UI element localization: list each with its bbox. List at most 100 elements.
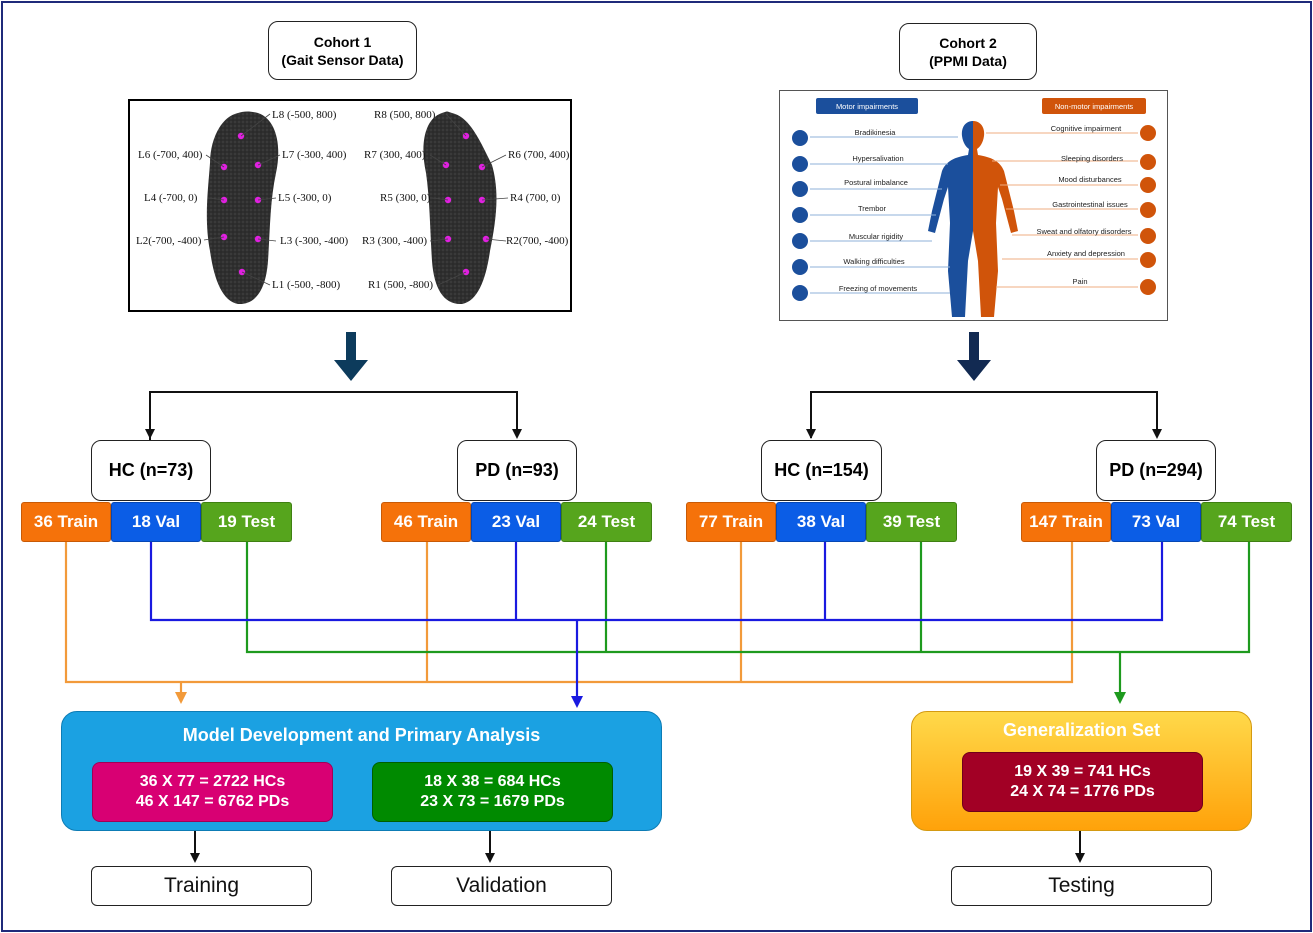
nonmotor-icons	[1140, 125, 1156, 295]
insole-sensor-figure: L8 (-500, 800) L6 (-700, 400) L7 (-300, …	[128, 99, 572, 312]
motor-item: Muscular rigidity	[849, 232, 903, 241]
result-label: Training	[163, 874, 240, 897]
nonmotor-item: Cognitive impairment	[1051, 124, 1122, 133]
human-body-icon	[928, 121, 1018, 317]
sensor-label: L5 (-300, 0)	[278, 192, 332, 204]
split-label: 77 Train	[698, 512, 764, 531]
sensor-label: R8 (500, 800)	[374, 109, 436, 121]
sensor-label: R3 (300, -400)	[362, 235, 427, 247]
nonmotor-item: Sleeping disorders	[1061, 154, 1123, 163]
nonmotor-item: Anxiety and depression	[1047, 249, 1125, 258]
result-label: Validation	[456, 874, 547, 897]
left-insole-icon	[206, 111, 279, 305]
split-val: 73 Val	[1111, 502, 1201, 542]
training-box: Training	[91, 866, 312, 906]
nonmotor-list	[986, 132, 1138, 288]
nonmotor-header: Non-motor impairments	[1055, 102, 1134, 111]
split-test: 39 Test	[866, 502, 957, 542]
generalization-panel: Generalization Set 19 X 39 = 741 HCs 24 …	[911, 711, 1252, 831]
sensor-label: R6 (700, 400)	[508, 149, 570, 161]
split-val: 18 Val	[111, 502, 201, 542]
nonmotor-item: Mood disturbances	[1058, 175, 1122, 184]
training-calc-box: 36 X 77 = 2722 HCs 46 X 147 = 6762 PDs	[92, 762, 333, 822]
panel-title: Generalization Set	[1002, 720, 1161, 740]
sensor-label: L1 (-500, -800)	[272, 279, 340, 291]
split-train: 36 Train	[21, 502, 111, 542]
group-hc-cohort1: HC (n=73)	[91, 440, 211, 501]
sensor-label: R4 (700, 0)	[510, 192, 561, 204]
cohort-1-box: Cohort 1 (Gait Sensor Data)	[268, 21, 417, 80]
split-label: 19 Test	[217, 512, 276, 531]
nonmotor-header-badge	[1042, 98, 1146, 114]
sensor-label: L6 (-700, 400)	[138, 149, 203, 161]
split-label: 38 Val	[796, 512, 846, 531]
val-wire	[149, 542, 1164, 622]
nonmotor-item: Pain	[1072, 277, 1087, 286]
sensor-label: L3 (-300, -400)	[280, 235, 348, 247]
right-insole-icon	[423, 111, 497, 305]
down-arrow-icon	[334, 332, 368, 381]
train-wire	[64, 542, 1074, 684]
split-label: 36 Train	[33, 512, 99, 531]
stomach-icon	[1140, 202, 1156, 218]
split-label: 24 Test	[577, 512, 636, 531]
split-test: 74 Test	[1201, 502, 1292, 542]
sensor-label: R1 (500, -800)	[368, 279, 433, 291]
group-hc-cohort2: HC (n=154)	[761, 440, 882, 501]
group-label: PD (n=294)	[1109, 460, 1203, 480]
branch-connector	[149, 391, 522, 440]
motor-item: Bradikinesia	[855, 128, 897, 137]
person-icon	[792, 233, 808, 249]
sad-face-icon	[1140, 252, 1156, 268]
test-wire	[245, 542, 1251, 654]
motor-item: Walking difficulties	[843, 257, 905, 266]
split-label: 39 Test	[882, 512, 941, 531]
sensor-label: L8 (-500, 800)	[272, 109, 337, 121]
balance-scale-icon	[792, 181, 808, 197]
calc-line: 36 X 77 = 2722 HCs	[139, 773, 286, 790]
result-label: Testing	[1048, 874, 1115, 897]
drop-icon	[1140, 228, 1156, 244]
sensor-labels: L8 (-500, 800) L6 (-700, 400) L7 (-300, …	[136, 109, 570, 291]
cohort-subtitle: (PPMI Data)	[929, 52, 1007, 69]
ppmi-infographic: Motor impairments Non-motor impairments	[779, 90, 1168, 321]
insole-diagram: L8 (-500, 800) L6 (-700, 400) L7 (-300, …	[136, 109, 570, 305]
split-test: 24 Test	[561, 502, 652, 542]
hand-icon	[792, 207, 808, 223]
testing-box: Testing	[951, 866, 1212, 906]
calc-line: 24 X 74 = 1776 PDs	[1010, 783, 1155, 800]
group-label: HC (n=154)	[774, 460, 869, 480]
split-label: 46 Train	[393, 512, 459, 531]
motor-header: Motor impairments	[836, 102, 898, 111]
motor-item: Trembor	[858, 204, 887, 213]
motor-list	[810, 136, 958, 294]
sensor-label: R7 (300, 400)	[364, 149, 426, 161]
clipboard-icon	[1140, 279, 1156, 295]
group-label: PD (n=93)	[475, 460, 559, 480]
down-arrow-icon	[957, 332, 991, 381]
split-train: 147 Train	[1021, 502, 1111, 542]
group-label: HC (n=73)	[108, 460, 194, 480]
sensor-label: L4 (-700, 0)	[144, 192, 198, 204]
face-icon	[1140, 177, 1156, 193]
motor-header-badge	[816, 98, 918, 114]
split-label: 73 Val	[1131, 512, 1181, 531]
motor-icons	[792, 130, 808, 301]
split-val: 38 Val	[776, 502, 866, 542]
motor-item: Hypersalivation	[852, 154, 903, 163]
split-test: 19 Test	[201, 502, 292, 542]
cohort-subtitle: (Gait Sensor Data)	[281, 51, 404, 68]
validation-calc-box: 18 X 38 = 684 HCs 23 X 73 = 1679 PDs	[372, 762, 613, 822]
panel-title: Model Development and Primary Analysis	[182, 725, 541, 745]
testing-calc-box: 19 X 39 = 741 HCs 24 X 74 = 1776 PDs	[962, 752, 1203, 812]
mouth-icon	[792, 156, 808, 172]
calc-line: 46 X 147 = 6762 PDs	[135, 793, 290, 810]
group-pd-cohort2: PD (n=294)	[1096, 440, 1216, 501]
split-label: 23 Val	[491, 512, 541, 531]
split-val: 23 Val	[471, 502, 561, 542]
snowflake-icon	[792, 285, 808, 301]
calc-line: 23 X 73 = 1679 PDs	[420, 793, 565, 810]
alarm-clock-icon	[1140, 154, 1156, 170]
